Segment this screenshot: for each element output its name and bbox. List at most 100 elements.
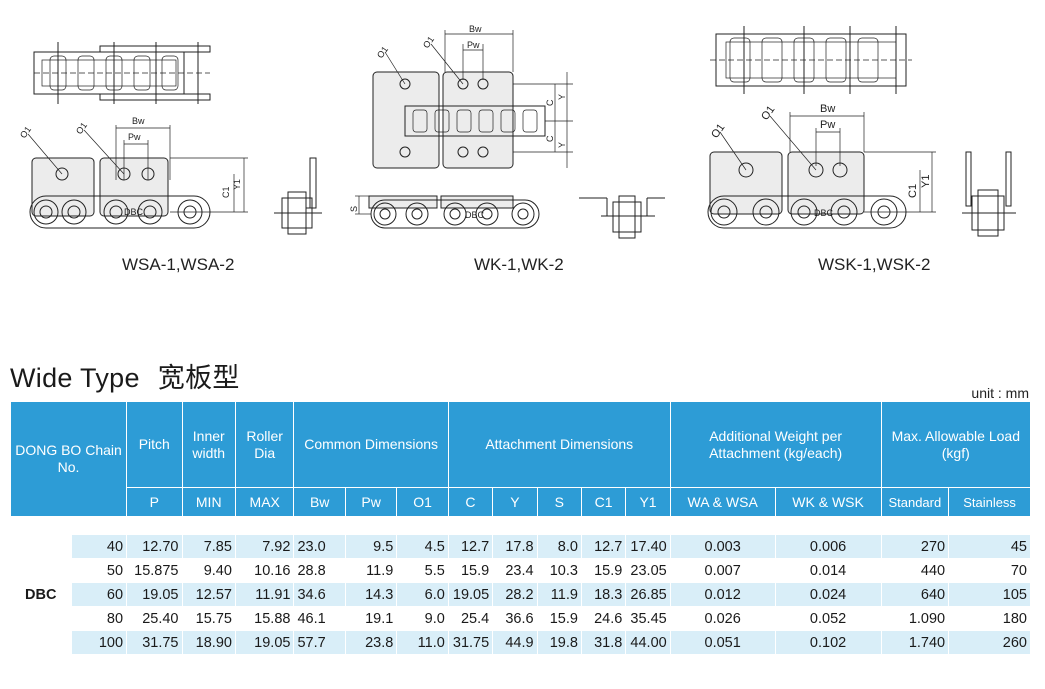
- table-row: 100 31.75 18.90 19.05 57.7 23.8 11.0 31.…: [11, 630, 1031, 655]
- cell-c: 31.75: [447, 630, 494, 655]
- cell-bw: 57.7: [293, 630, 346, 655]
- cell-min: 12.57: [181, 582, 236, 607]
- cell-pw: 9.5: [344, 534, 398, 559]
- cell-wk: 0.024: [774, 582, 882, 607]
- wsa-dbc-label: DBC: [124, 207, 144, 217]
- cell-standard: 640: [880, 582, 950, 607]
- cell-y: 36.6: [492, 606, 538, 631]
- unit-label: unit : mm: [971, 385, 1029, 401]
- wsk-end-view: [962, 151, 1016, 237]
- wk-pw-label: Pw: [467, 40, 480, 50]
- cell-o1: 11.0: [396, 630, 449, 655]
- header-attachment-dimensions: Attachment Dimensions: [447, 401, 671, 488]
- cell-stainless: 105: [948, 582, 1031, 607]
- cell-wk: 0.102: [774, 630, 882, 655]
- section-title-cn: 宽板型: [157, 363, 240, 393]
- subheader-c: C: [447, 487, 494, 517]
- wk-side-view: S DBC: [349, 195, 540, 229]
- wsa-pw-label: Pw: [128, 132, 141, 142]
- wk-c-label-bottom: C: [545, 135, 555, 142]
- cell-s: 15.9: [536, 606, 582, 631]
- cell-o1: 4.5: [396, 534, 449, 559]
- cell-stainless: 180: [948, 606, 1031, 631]
- cell-stainless: 70: [948, 558, 1031, 583]
- subheader-wk-wsk: WK & WSK: [774, 487, 882, 517]
- wk-caption: WK-1,WK-2: [474, 255, 564, 274]
- subheader-y1: Y1: [625, 487, 671, 517]
- subheader-min: MIN: [181, 487, 236, 517]
- cell-s: 10.3: [536, 558, 582, 583]
- cell-stainless: 45: [948, 534, 1031, 559]
- cell-s: 19.8: [536, 630, 582, 655]
- wsa-o1-label-b: O1: [74, 120, 89, 136]
- cell-wa: 0.026: [669, 606, 776, 631]
- cell-o1: 5.5: [396, 558, 449, 583]
- cell-standard: 1.090: [880, 606, 950, 631]
- header-roller-dia: Roller Dia: [234, 401, 295, 488]
- subheader-bw: Bw: [293, 487, 346, 517]
- table-row: 80 25.40 15.75 15.88 46.1 19.1 9.0 25.4 …: [11, 606, 1031, 631]
- cell-c1: 15.9: [580, 558, 627, 583]
- wsk-top-view: [710, 26, 912, 94]
- cell-max: 19.05: [234, 630, 295, 655]
- cell-y1: 44.00: [625, 630, 671, 655]
- cell-y1: 35.45: [625, 606, 671, 631]
- cell-max: 7.92: [234, 534, 295, 559]
- cell-bw: 34.6: [293, 582, 346, 607]
- wsk-bw-label: Bw: [820, 103, 835, 115]
- subheader-s: S: [536, 487, 582, 517]
- cell-p: 15.875: [126, 558, 183, 583]
- wk-y-label-top: Y: [557, 94, 567, 100]
- subheader-max: MAX: [234, 487, 295, 517]
- wsk-caption: WSK-1,WSK-2: [818, 255, 931, 274]
- subheader-pw: Pw: [344, 487, 398, 517]
- cell-standard: 270: [880, 534, 950, 559]
- header-chain-no: DONG BO Chain No.: [9, 401, 128, 517]
- header-inner-width: Inner width: [181, 401, 236, 488]
- wk-top-view: Bw Pw O1 O1 C C Y Y: [372, 24, 573, 169]
- cell-y1: 17.40: [625, 534, 671, 559]
- table-row: 60 19.05 12.57 11.91 34.6 14.3 6.0 19.05…: [11, 582, 1031, 607]
- cell-y1: 26.85: [625, 582, 671, 607]
- wk-drawing: Bw Pw O1 O1 C C Y Y S DBC: [345, 20, 670, 245]
- wsk-side-view: Bw Pw O1 O1 C1 Y1 DBC: [707, 103, 936, 229]
- wsk-o1-label-b: O1: [759, 104, 777, 123]
- cell-max: 10.16: [234, 558, 295, 583]
- cell-c: 12.7: [447, 534, 494, 559]
- wk-s-label: S: [349, 206, 359, 212]
- spec-table: DONG BO Chain No. Pitch Inner width Roll…: [9, 401, 1032, 655]
- header-additional-weight: Additional Weight per Attachment (kg/eac…: [669, 401, 882, 488]
- cell-c: 25.4: [447, 606, 494, 631]
- cell-c1: 24.6: [580, 606, 627, 631]
- wsa-bw-label: Bw: [132, 116, 145, 126]
- cell-c1: 31.8: [580, 630, 627, 655]
- cell-y: 17.8: [492, 534, 538, 559]
- header-max-load: Max. Allowable Load (kgf): [880, 401, 1032, 488]
- cell-y: 23.4: [492, 558, 538, 583]
- cell-min: 18.90: [181, 630, 236, 655]
- wsk-c1-label: C1: [907, 184, 919, 198]
- cell-o1: 9.0: [396, 606, 449, 631]
- cell-y1: 23.05: [625, 558, 671, 583]
- header-common-dimensions: Common Dimensions: [293, 401, 449, 488]
- cell-min: 7.85: [181, 534, 236, 559]
- subheader-y: Y: [492, 487, 538, 517]
- cell-c1: 12.7: [580, 534, 627, 559]
- header-pitch: Pitch: [126, 401, 183, 488]
- cell-wa: 0.051: [669, 630, 776, 655]
- cell-c: 15.9: [447, 558, 494, 583]
- wk-dbc-label: DBC: [465, 210, 485, 220]
- cell-max: 11.91: [234, 582, 295, 607]
- cell-size: 60: [70, 582, 128, 607]
- cell-y: 28.2: [492, 582, 538, 607]
- cell-c1: 18.3: [580, 582, 627, 607]
- cell-standard: 440: [880, 558, 950, 583]
- cell-size: 40: [70, 534, 128, 559]
- subheader-standard: Standard: [880, 487, 950, 517]
- cell-pw: 23.8: [344, 630, 398, 655]
- cell-bw: 46.1: [293, 606, 346, 631]
- cell-c: 19.05: [447, 582, 494, 607]
- wsa-caption: WSA-1,WSA-2: [122, 255, 235, 274]
- cell-s: 11.9: [536, 582, 582, 607]
- wsa-y1-label: Y1: [232, 179, 242, 190]
